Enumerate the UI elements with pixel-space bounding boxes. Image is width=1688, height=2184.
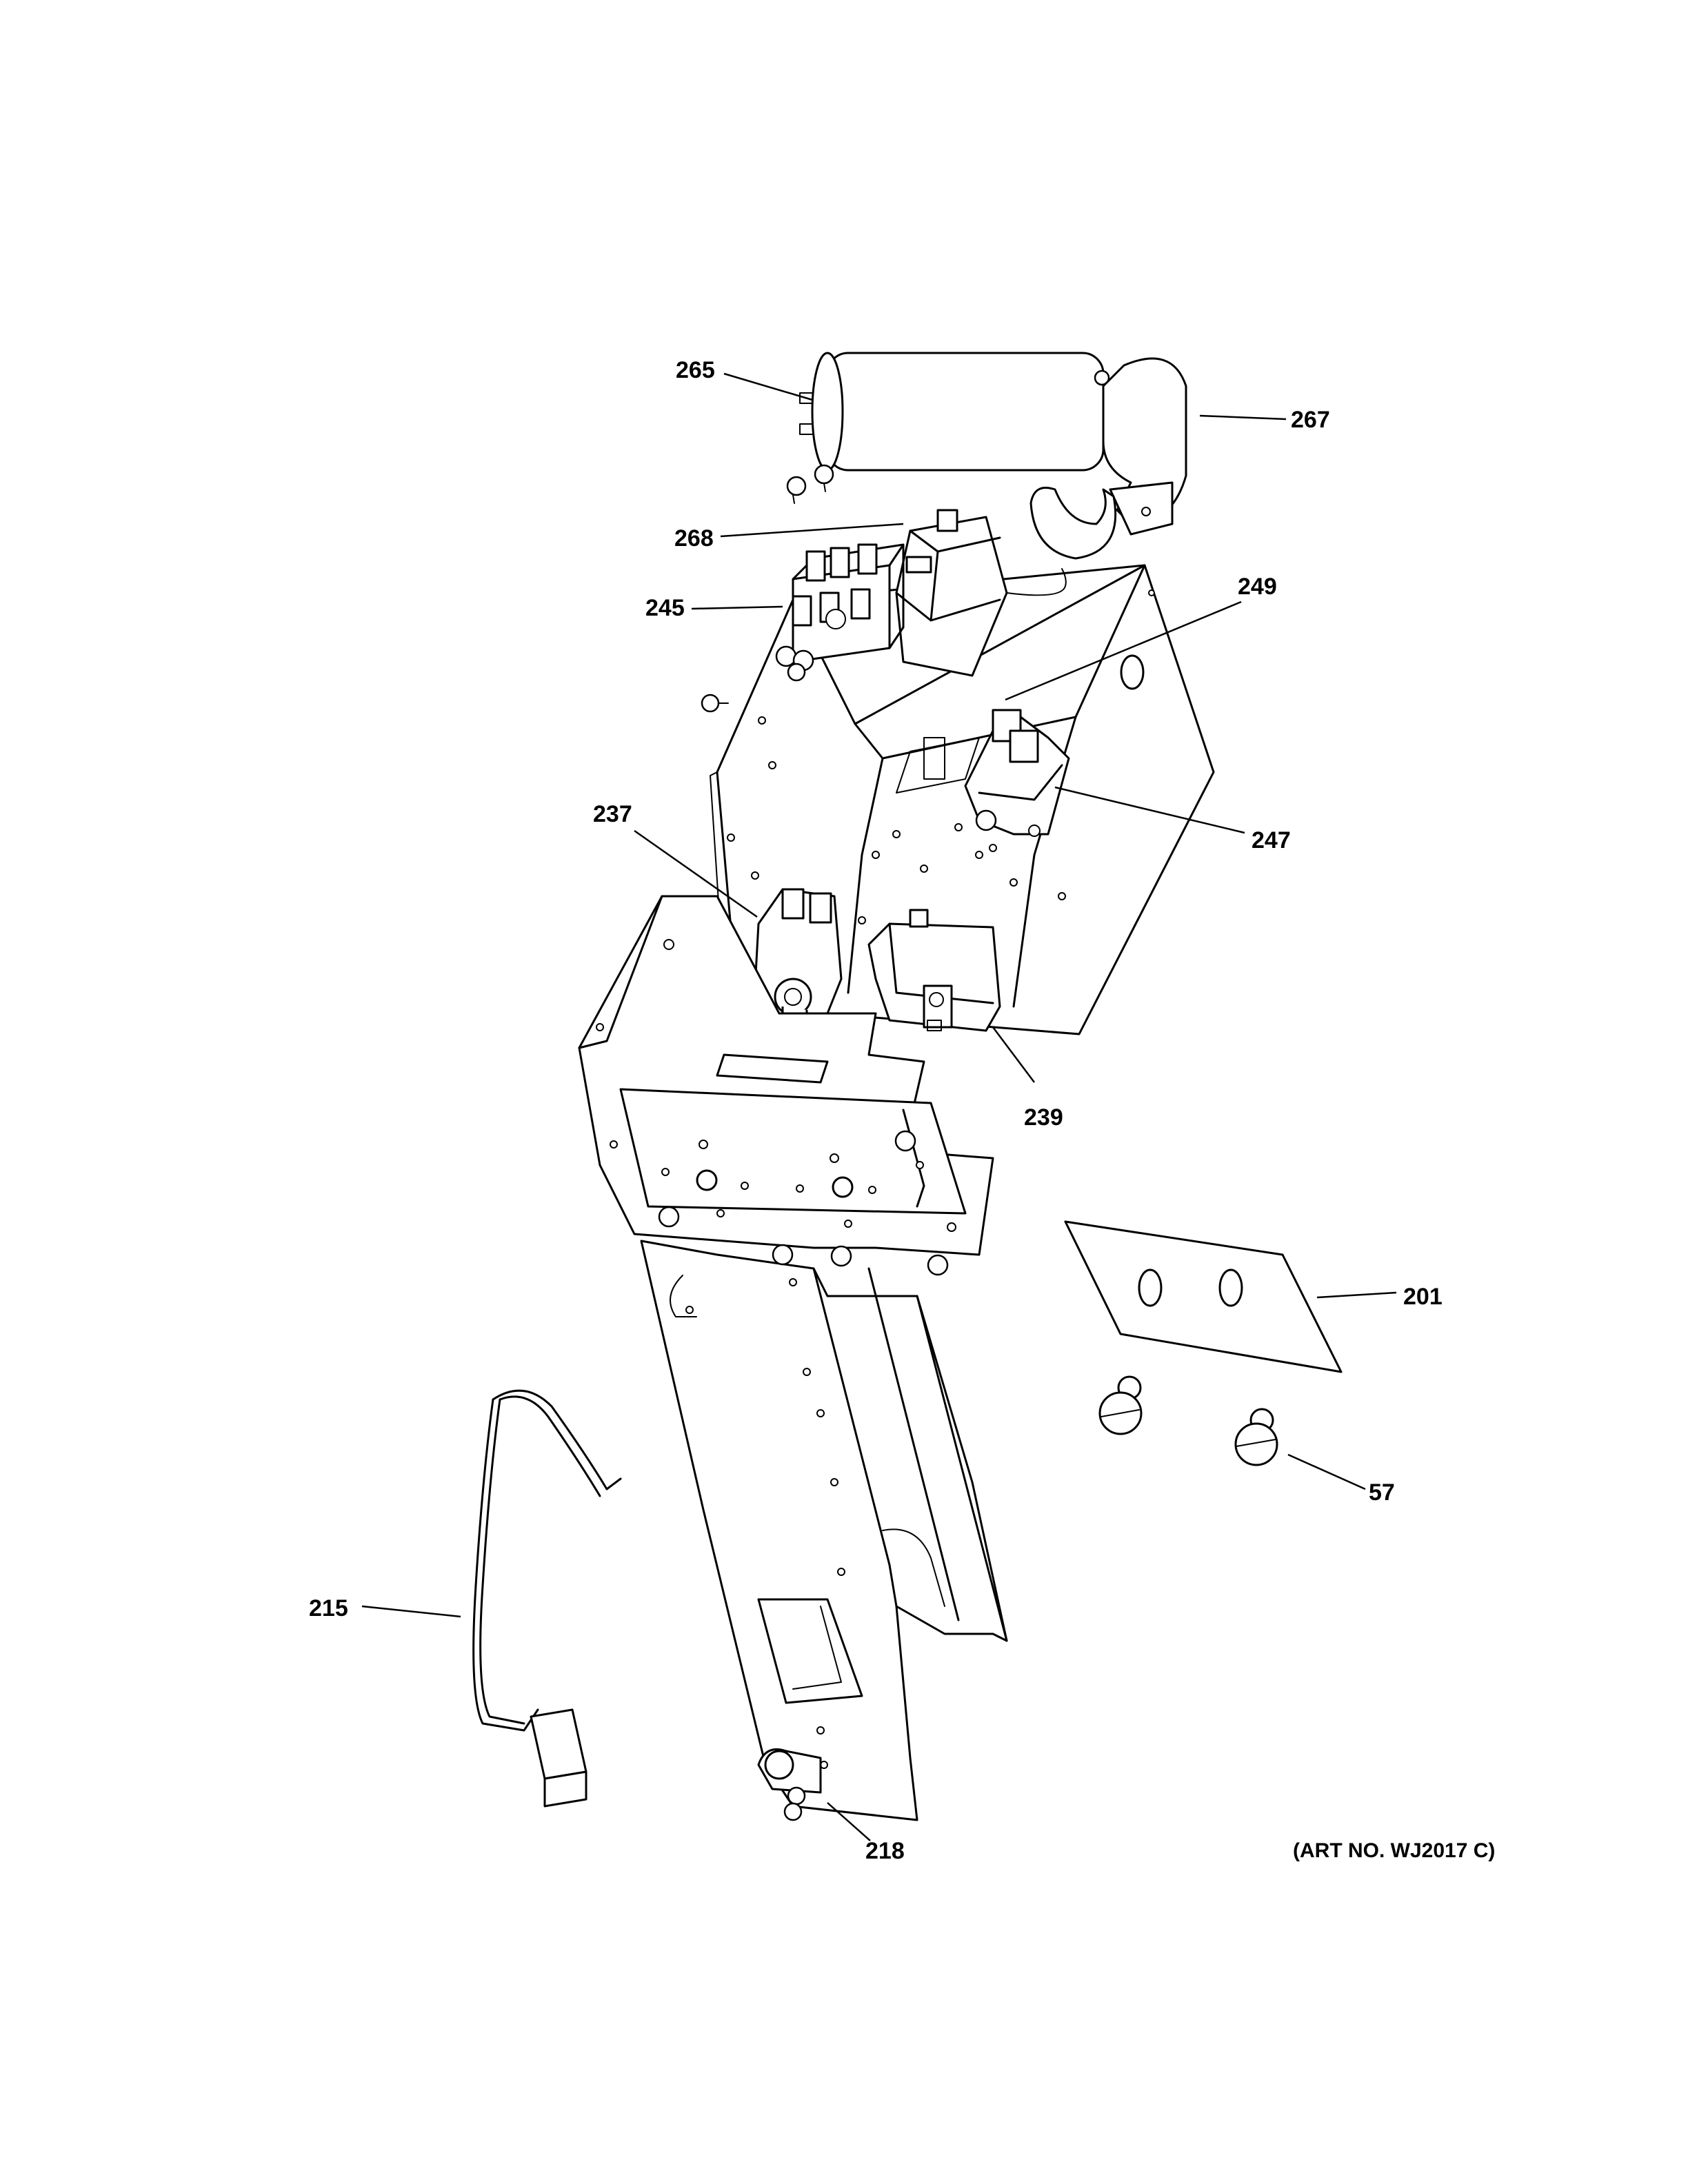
control-knobs [1098, 1375, 1278, 1466]
callout-245: 245 [645, 595, 685, 621]
callout-labels: 265 267 268 245 249 247 237 239 201 57 2… [309, 357, 1495, 1864]
callout-57: 57 [1369, 1479, 1395, 1506]
capacitor-strap [1029, 357, 1187, 560]
wire-harness [472, 1389, 622, 1808]
relay [895, 509, 1067, 677]
capacitor [799, 352, 1110, 472]
callout-218: 218 [865, 1838, 905, 1864]
support-channel [640, 1240, 1008, 1821]
terminal-block [701, 543, 905, 713]
timer [867, 909, 1001, 1032]
art-number: (ART NO. WJ2017 C) [1293, 1839, 1495, 1862]
wire-clamp [757, 1748, 822, 1821]
callout-239: 239 [1024, 1104, 1063, 1131]
rotary-switch-249 [964, 709, 1070, 837]
overlay-decal [1064, 1220, 1343, 1373]
callout-201: 201 [1403, 1284, 1443, 1310]
callout-237: 237 [593, 801, 632, 827]
leader-lines [361, 372, 1397, 1841]
callout-215: 215 [309, 1595, 348, 1621]
control-panel-bracket [578, 895, 994, 1256]
callout-249: 249 [1238, 574, 1277, 600]
callout-268: 268 [674, 525, 714, 552]
callout-265: 265 [676, 357, 715, 383]
callout-267: 267 [1291, 407, 1330, 433]
callout-247: 247 [1252, 827, 1291, 853]
capacitor-screws [786, 464, 834, 504]
